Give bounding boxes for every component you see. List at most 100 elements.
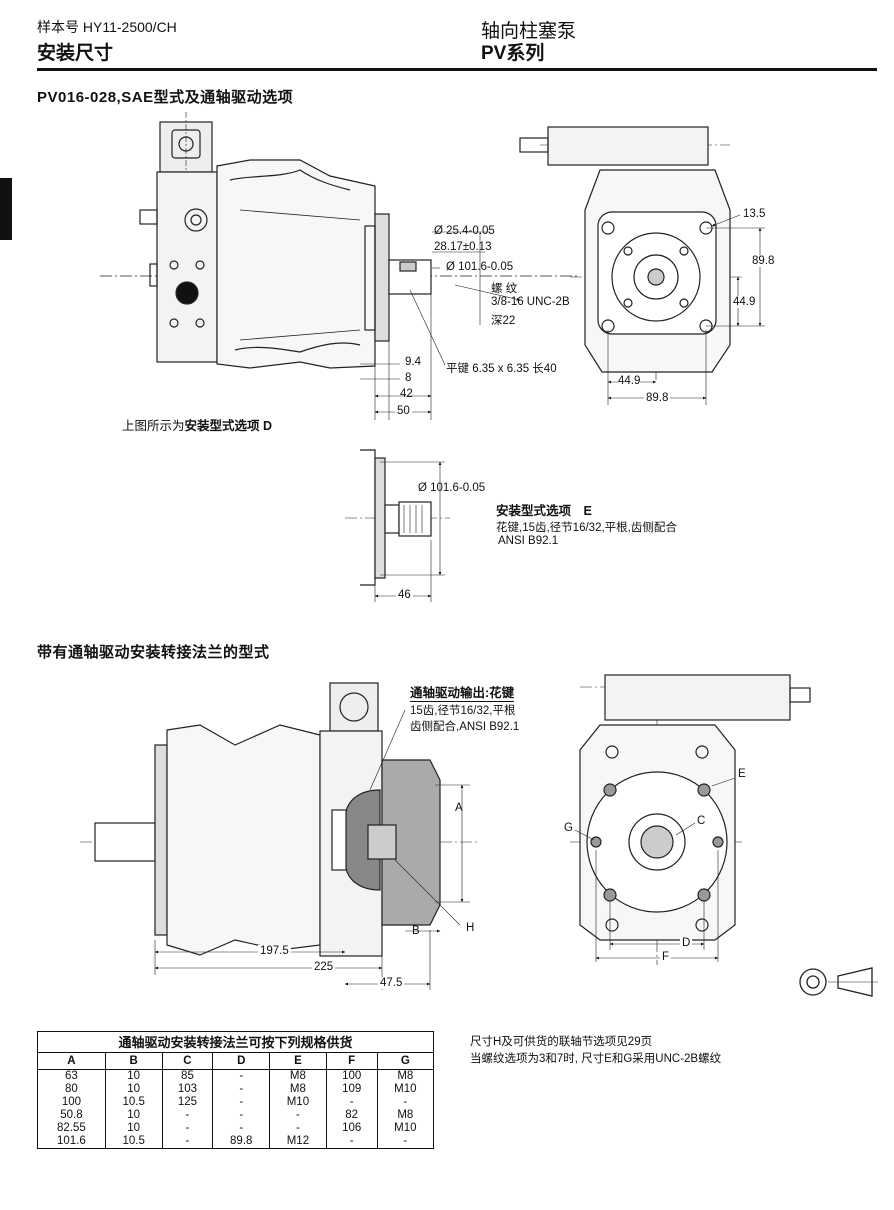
- pump-side-view: [100, 112, 580, 420]
- dim-9-4: 9.4: [405, 356, 421, 368]
- table-cell: -: [212, 1122, 270, 1135]
- dim-44-9-vertical: 44.9: [733, 296, 756, 308]
- table-cell: 10.5: [104, 1135, 162, 1148]
- section1-title: PV016-028,SAE型式及通轴驱动选项: [37, 89, 294, 106]
- note-line-1: 尺寸H及可供货的联轴节选项见29页: [470, 1036, 653, 1048]
- table-cell: -: [376, 1135, 433, 1148]
- table-cell: M10: [269, 1096, 327, 1109]
- table-cell: 100: [325, 1069, 378, 1083]
- table-caption: 通轴驱动安装转接法兰可按下列规格供货: [38, 1032, 433, 1053]
- table-cell: -: [161, 1122, 213, 1135]
- dim-225: 225: [312, 961, 336, 973]
- table-cell: M8: [376, 1109, 433, 1122]
- option-e-view: [345, 449, 450, 602]
- option-d-caption: 上图所示为安装型式选项 D: [122, 415, 272, 434]
- table-cell: -: [269, 1109, 327, 1122]
- notes: 尺寸H及可供货的联轴节选项见29页 当螺纹选项为3和7时, 尺寸E和G采用UNC…: [470, 1034, 721, 1068]
- through-drive-front-view: [570, 674, 811, 965]
- dim-47-5: 47.5: [378, 977, 405, 989]
- table-cell: -: [161, 1135, 213, 1148]
- projection-symbol-icon: [799, 967, 878, 997]
- table-cell: 89.8: [212, 1135, 270, 1148]
- label-e: E: [738, 768, 746, 780]
- dim-197-5: 197.5: [258, 945, 291, 957]
- thread-spec: 3/8-16 UNC-2B: [491, 296, 570, 308]
- note-line-2: 当螺纹选项为3和7时, 尺寸E和G采用UNC-2B螺纹: [470, 1053, 722, 1065]
- through-drive-desc-line1: 15齿,径节16/32,平根: [410, 705, 516, 717]
- caption-option-d: 安装型式选项 D: [184, 419, 273, 433]
- table-cell: 103: [161, 1083, 213, 1096]
- table-cell: 85: [161, 1069, 213, 1083]
- table-cell: 10: [104, 1122, 162, 1135]
- label-b: B: [412, 925, 420, 937]
- table-cell: 10: [104, 1083, 162, 1096]
- table-cell: M10: [376, 1083, 433, 1096]
- table-cell: 10: [104, 1109, 162, 1122]
- option-e-title: 安装型式选项 E: [496, 504, 592, 518]
- dim-46: 46: [396, 589, 413, 601]
- column-header: D: [212, 1052, 270, 1070]
- dim-89-8-vertical: 89.8: [752, 255, 775, 267]
- table-cell: -: [161, 1109, 213, 1122]
- column-header: B: [104, 1052, 162, 1070]
- table-cell: -: [212, 1109, 270, 1122]
- table-cell: 106: [325, 1122, 378, 1135]
- dim-8: 8: [405, 372, 412, 384]
- label-c: C: [697, 815, 706, 827]
- table-cell: -: [269, 1122, 327, 1135]
- table-cell: -: [212, 1096, 270, 1109]
- table-cell: 100: [61, 1096, 81, 1108]
- dim-42: 42: [400, 388, 413, 400]
- table-cell: -: [325, 1135, 378, 1148]
- option-e-desc-line2: ANSI B92.1: [498, 535, 559, 547]
- dim-89-8-horizontal: 89.8: [644, 392, 671, 404]
- table-cell: M10: [376, 1122, 433, 1135]
- label-a: A: [455, 802, 463, 814]
- chapter-tab-marker: [0, 178, 12, 240]
- table-cell: -: [376, 1096, 433, 1109]
- label-f: F: [660, 951, 672, 963]
- product-type: 轴向柱塞泵: [481, 21, 577, 42]
- thread-label: 螺 纹: [491, 283, 518, 295]
- table-cell: M8: [269, 1069, 327, 1083]
- option-e-desc-line1: 花键,15齿,径节16/32,平根,齿侧配合: [496, 522, 677, 534]
- column-header: A: [38, 1052, 106, 1070]
- table-cell: 101.6: [57, 1135, 86, 1147]
- dim-44-9-horizontal: 44.9: [618, 375, 641, 387]
- dim-50: 50: [395, 405, 412, 417]
- table-cell: 63: [65, 1070, 78, 1082]
- thread-depth: 深22: [491, 315, 516, 327]
- dim-13-5: 13.5: [743, 208, 766, 220]
- column-header: F: [325, 1052, 378, 1070]
- table-cell: M8: [269, 1083, 327, 1096]
- pump-front-view: [519, 126, 765, 405]
- table-cell: -: [325, 1096, 378, 1109]
- table-cell: -: [212, 1083, 270, 1096]
- table-cell: 10.5: [104, 1096, 162, 1109]
- label-g: G: [564, 822, 573, 834]
- column-header: E: [269, 1052, 327, 1070]
- through-drive-title: 通轴驱动输出:花键: [410, 682, 515, 702]
- section-heading: 安装尺寸: [37, 43, 114, 64]
- option-e-pilot-diameter: Ø 101.6-0.05: [418, 482, 486, 494]
- table-cell: 80: [65, 1083, 78, 1095]
- table-cell: 125: [161, 1096, 213, 1109]
- label-d: D: [680, 937, 693, 949]
- dim-key-height: 28.17±0.13: [434, 241, 492, 253]
- table-cell: 109: [325, 1083, 378, 1096]
- table-cell: -: [212, 1069, 270, 1083]
- through-drive-desc-line2: 齿侧配合,ANSI B92.1: [410, 721, 520, 733]
- dim-pilot-diameter: Ø 101.6-0.05: [446, 261, 514, 273]
- table-cell: 82.55: [57, 1122, 86, 1134]
- caption-prefix: 上图所示为: [122, 419, 185, 433]
